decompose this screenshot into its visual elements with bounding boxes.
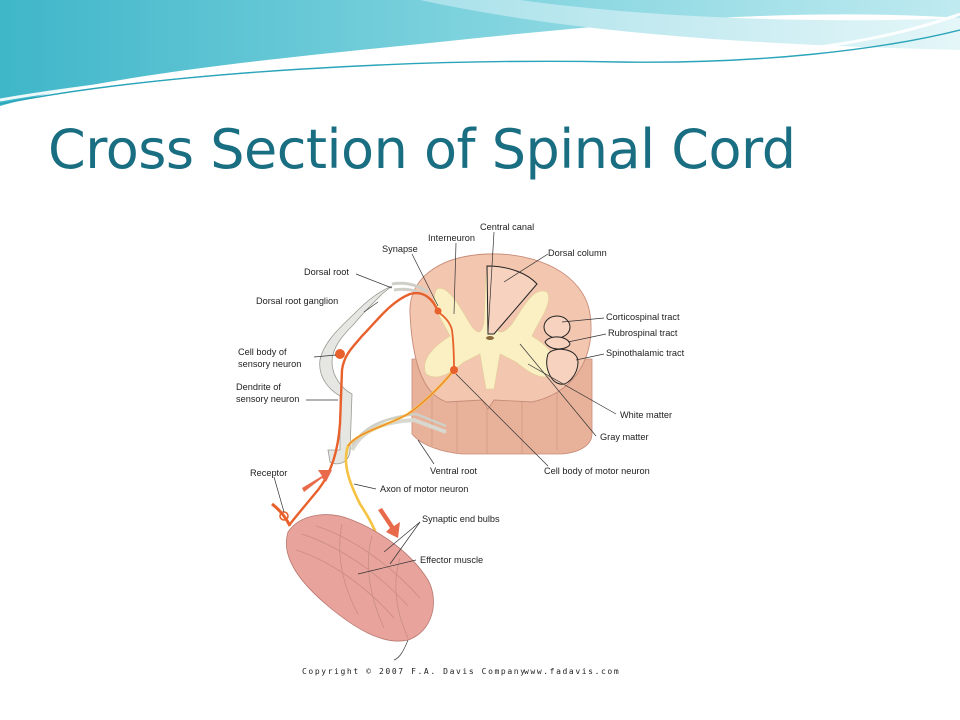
publisher-website-text: www.fadavis.com <box>524 667 621 676</box>
spinal-cord-diagram: Central canal Interneuron Synapse Dorsal… <box>236 222 685 661</box>
sensory-neuron-path <box>289 291 455 525</box>
label-central-canal: Central canal <box>480 222 534 232</box>
dorsal-column-outline <box>486 265 538 335</box>
label-spinothalamic-tract: Spinothalamic tract <box>606 348 685 358</box>
label-axon-motor: Axon of motor neuron <box>380 484 468 494</box>
sensory-direction-arrow <box>302 470 332 492</box>
motor-cell-body <box>450 366 458 374</box>
motor-direction-arrow <box>378 508 400 538</box>
effector-muscle-shape <box>271 502 434 661</box>
header-swoosh-decoration <box>0 0 960 106</box>
label-synapse: Synapse <box>382 244 418 254</box>
label-dendrite-sensory-1: Dendrite of <box>236 382 281 392</box>
rubrospinal-tract <box>544 336 571 350</box>
label-white-matter: White matter <box>620 410 672 420</box>
label-effector-muscle: Effector muscle <box>420 555 483 565</box>
label-cell-body-motor: Cell body of motor neuron <box>544 466 650 476</box>
label-dendrite-sensory-2: sensory neuron <box>236 394 299 404</box>
corticospinal-tract <box>543 315 571 339</box>
label-interneuron: Interneuron <box>428 233 475 243</box>
label-cell-body-sensory-1: Cell body of <box>238 347 287 357</box>
label-rubrospinal-tract: Rubrospinal tract <box>608 328 678 338</box>
label-receptor: Receptor <box>250 468 287 478</box>
label-ventral-root: Ventral root <box>430 466 477 476</box>
spinal-cord-block <box>409 253 593 455</box>
label-corticospinal-tract: Corticospinal tract <box>606 312 680 322</box>
label-dorsal-root: Dorsal root <box>304 267 349 277</box>
spinothalamic-tract <box>546 348 579 385</box>
label-dorsal-column: Dorsal column <box>548 248 607 258</box>
slide-title: Cross Section of Spinal Cord <box>48 118 796 181</box>
synapse-knob <box>434 307 442 315</box>
spinal-cord-figure: Central canal Interneuron Synapse Dorsal… <box>232 214 696 686</box>
label-dorsal-root-ganglion: Dorsal root ganglion <box>256 296 338 306</box>
label-synaptic-end-bulbs: Synaptic end bulbs <box>422 514 500 524</box>
label-gray-matter: Gray matter <box>600 432 649 442</box>
label-cell-body-sensory-2: sensory neuron <box>238 359 301 369</box>
central-canal-marker <box>486 336 494 340</box>
copyright-text: Copyright © 2007 F.A. Davis Company <box>302 667 527 676</box>
sensory-cell-body <box>335 349 345 359</box>
